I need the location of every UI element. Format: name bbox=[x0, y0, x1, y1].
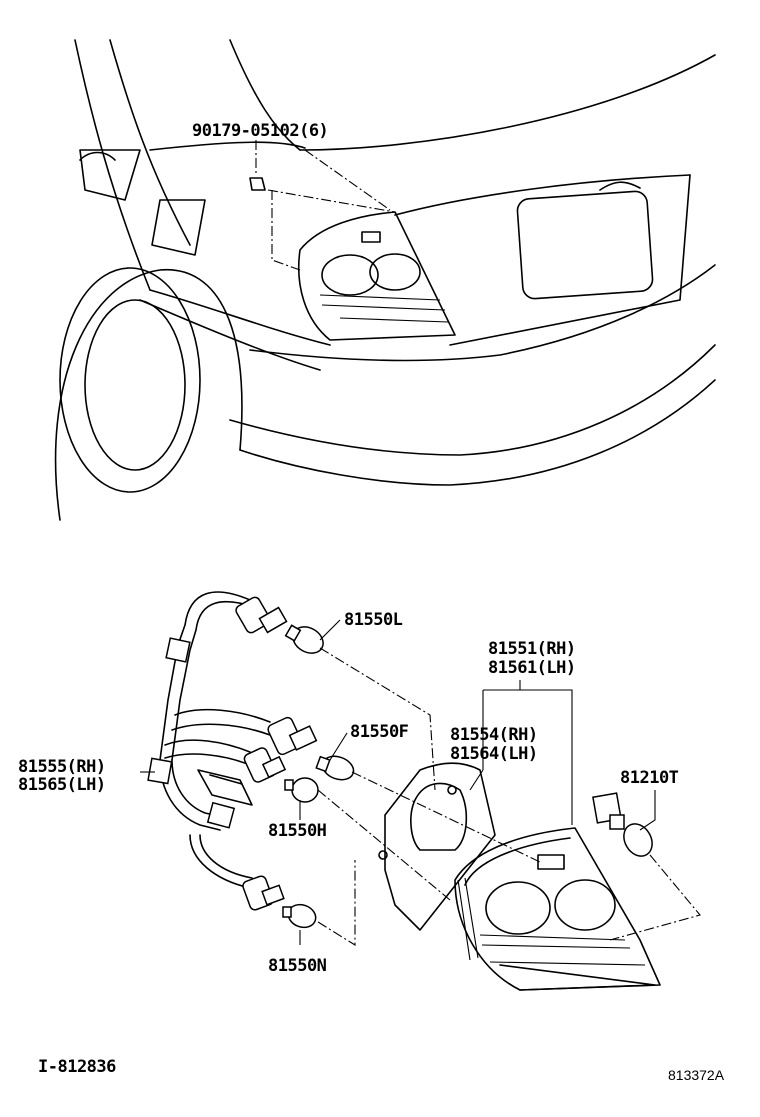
label-lens-lh: 81561(LH) bbox=[488, 658, 576, 678]
label-socket-lh: 81565(LH) bbox=[18, 775, 106, 795]
label-bulb-t: 81210T bbox=[620, 768, 679, 788]
vehicle-illustration bbox=[54, 39, 716, 521]
label-gasket-lh: 81564(LH) bbox=[450, 744, 538, 764]
label-bulb-f: 81550F bbox=[350, 722, 409, 742]
label-bulb-h: 81550H bbox=[268, 821, 327, 841]
label-bulb-n: 81550N bbox=[268, 956, 327, 976]
label-gasket-rh: 81554(RH) bbox=[450, 725, 538, 745]
reference-code-left: I-812836 bbox=[38, 1057, 116, 1077]
label-clip: 90179-05102(6) bbox=[192, 121, 328, 141]
exploded-lamp-illustration bbox=[140, 591, 701, 991]
label-lens-rh: 81551(RH) bbox=[488, 639, 576, 659]
label-socket-rh: 81555(RH) bbox=[18, 757, 106, 777]
label-bulb-l: 81550L bbox=[344, 610, 403, 630]
reference-code-right: 813372A bbox=[668, 1067, 725, 1083]
